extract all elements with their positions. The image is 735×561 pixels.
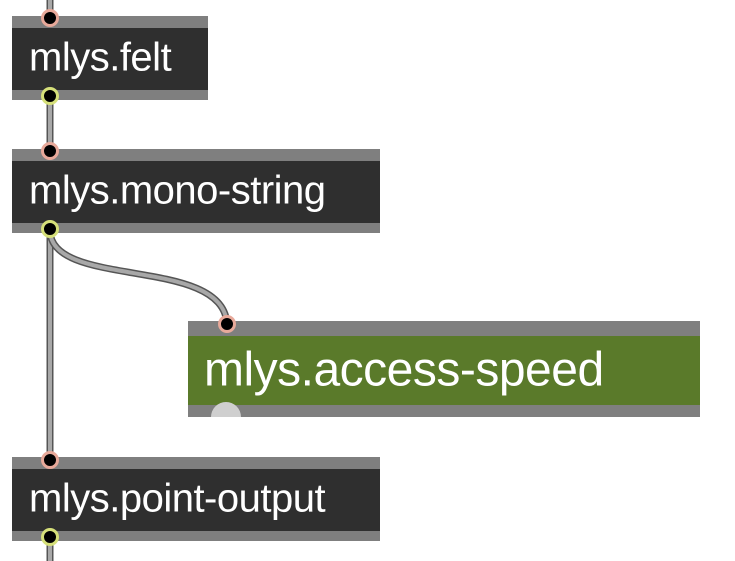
object-mlys-access-speed[interactable]: mlys.access-speed: [188, 321, 700, 417]
object-label: mlys.felt: [29, 35, 172, 80]
object-mlys-point-output[interactable]: mlys.point-output: [12, 457, 380, 541]
inlet-port[interactable]: [41, 9, 59, 27]
outlet-port[interactable]: [41, 528, 59, 546]
object-mlys-felt[interactable]: mlys.felt: [12, 16, 208, 100]
object-label: mlys.point-output: [29, 476, 326, 521]
inlet-port[interactable]: [41, 451, 59, 469]
patch-cord-mono-to-access-inner: [48, 228, 229, 327]
inlet-port[interactable]: [41, 142, 59, 160]
outlet-port[interactable]: [41, 87, 59, 105]
outlet-port[interactable]: [211, 402, 241, 417]
inlet-port[interactable]: [218, 315, 236, 333]
outlet-port[interactable]: [41, 220, 59, 238]
object-mlys-mono-string[interactable]: mlys.mono-string: [12, 149, 380, 233]
object-label: mlys.mono-string: [29, 168, 326, 213]
object-label: mlys.access-speed: [204, 342, 604, 396]
patch-cord-mono-to-access[interactable]: [46, 226, 231, 329]
